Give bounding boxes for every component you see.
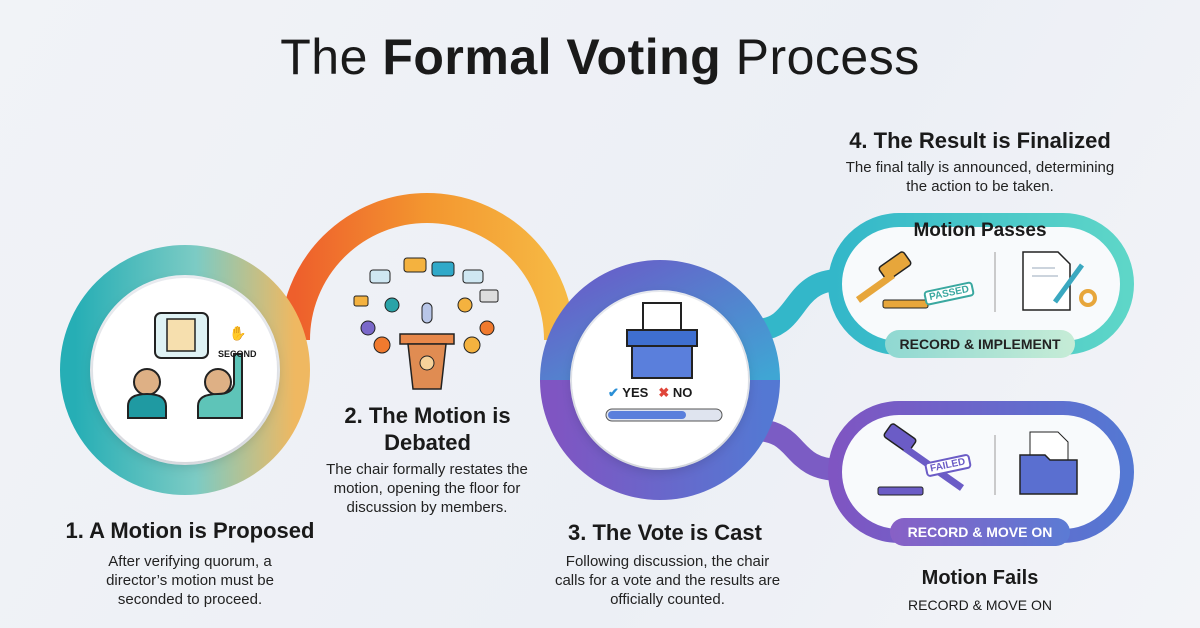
step-4-title: 4. The Result is Finalized bbox=[849, 128, 1111, 153]
ballot-box-icon bbox=[605, 302, 723, 422]
page-title: The Formal Voting Process bbox=[280, 29, 920, 85]
ring-step-3-bottom bbox=[540, 379, 780, 500]
step-1-desc: After verifying quorum, a director’s mot… bbox=[106, 553, 274, 608]
step-1-title: 1. A Motion is Proposed bbox=[65, 518, 315, 543]
record-move-on-tag: RECORD & MOVE ON bbox=[890, 518, 1070, 546]
ring-step-1 bbox=[60, 245, 310, 495]
folder-icon bbox=[1019, 431, 1078, 495]
motion-fails-subtitle: RECORD & MOVE ON bbox=[908, 597, 1052, 613]
connector-pass bbox=[754, 269, 841, 341]
record-implement-tag: RECORD & IMPLEMENT bbox=[885, 330, 1075, 358]
step-3-desc: Following discussion, the chair calls fo… bbox=[554, 553, 781, 608]
motion-fails-title: Motion Fails bbox=[921, 567, 1039, 589]
step-3-title: 3. The Vote is Cast bbox=[568, 520, 762, 545]
motion-passes-title: Motion Passes bbox=[913, 220, 1047, 241]
hand-raise-icon: ✋ bbox=[229, 325, 246, 341]
proposal-icon: ✋ bbox=[127, 312, 247, 419]
signed-document-icon bbox=[1022, 251, 1097, 311]
x-icon: ✖ bbox=[658, 385, 670, 400]
check-icon: ✔ bbox=[608, 385, 619, 400]
debate-podium-icon bbox=[353, 257, 499, 390]
gavel-passed-icon bbox=[855, 251, 996, 312]
no-option: ✖ NO bbox=[658, 385, 693, 400]
ring-step-3-top bbox=[540, 260, 780, 381]
step-2-desc: The chair formally restates the motion, … bbox=[326, 461, 528, 516]
vote-options: ✔ YES ✖ NO bbox=[608, 385, 692, 401]
fail-pill bbox=[828, 401, 1134, 543]
second-label: SECOND bbox=[218, 349, 257, 359]
step-4-desc: The final tally is announced, determinin… bbox=[845, 159, 1115, 195]
arc-step-2 bbox=[280, 193, 574, 341]
connector-fail bbox=[754, 419, 841, 481]
yes-option: ✔ YES bbox=[608, 385, 649, 400]
